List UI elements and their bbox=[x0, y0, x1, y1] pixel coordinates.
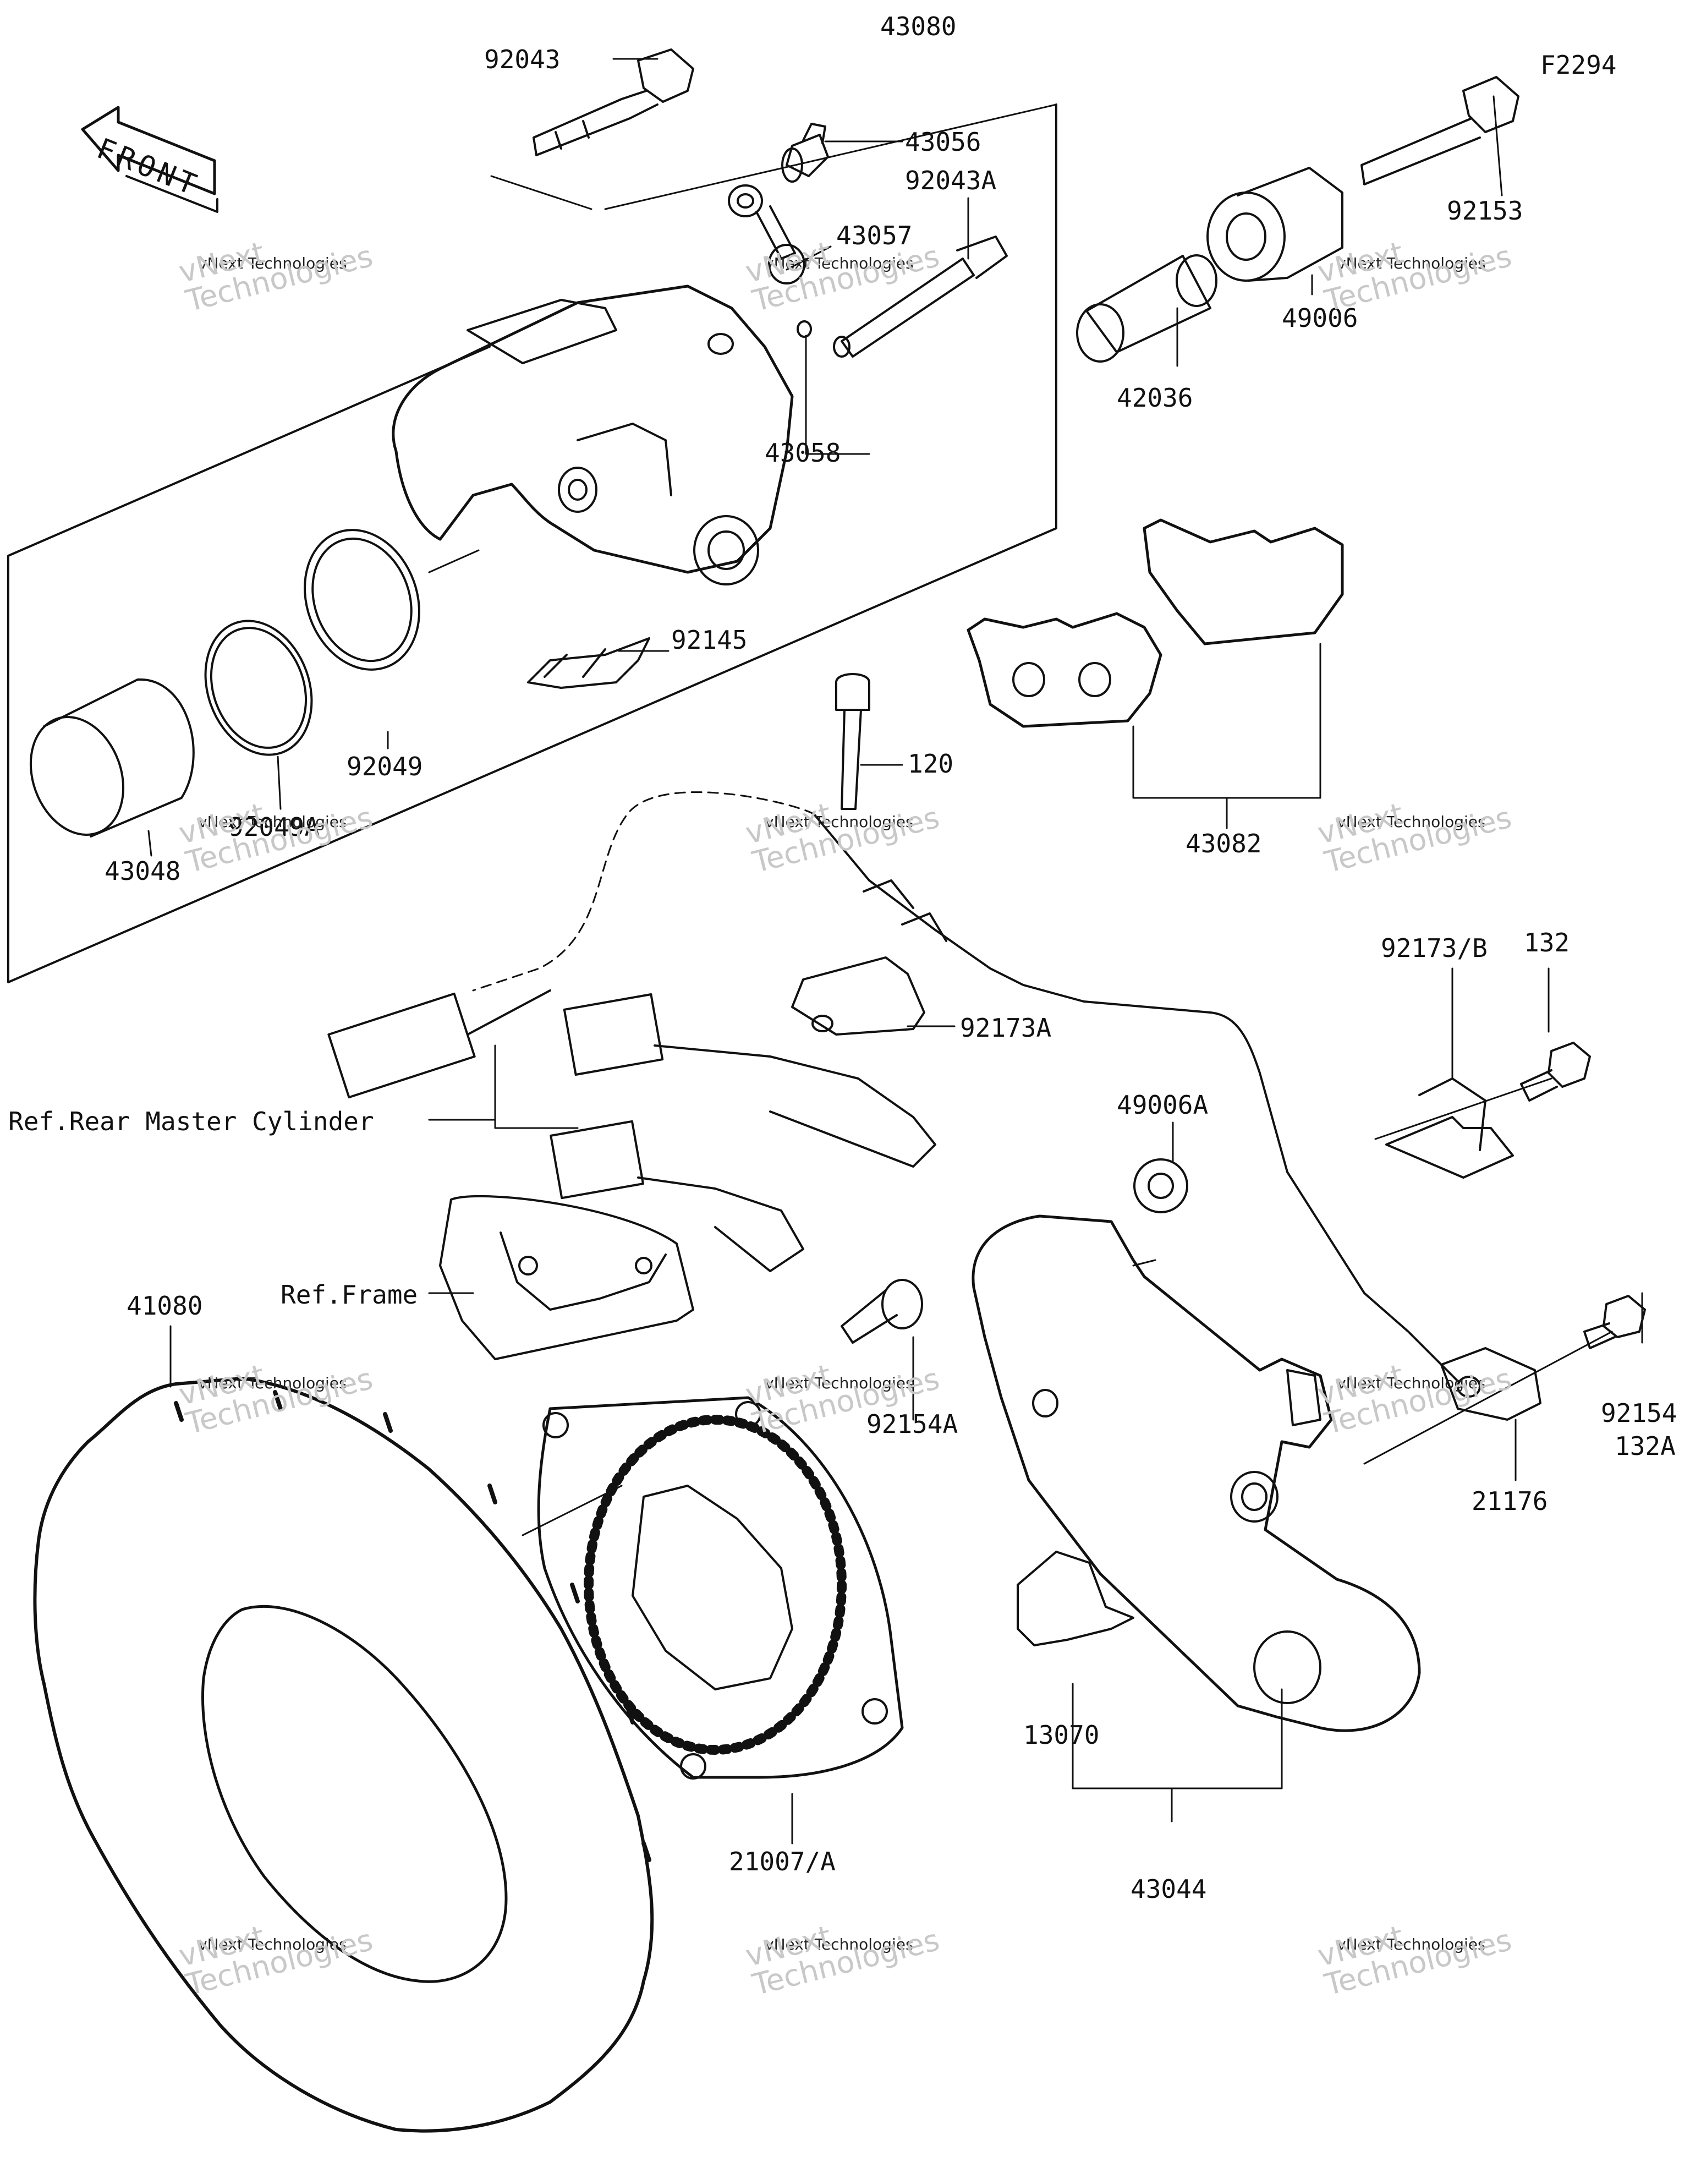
ref-frame[interactable]: Ref.Frame bbox=[281, 1280, 418, 1310]
part-label-92173A[interactable]: 92173A bbox=[960, 1013, 1052, 1043]
part-label-43044[interactable]: 43044 bbox=[1131, 1874, 1207, 1904]
front-direction-arrow-icon bbox=[81, 106, 218, 213]
part-label-92049A[interactable]: 92049A bbox=[228, 812, 320, 842]
speed-sensor-21176 bbox=[1440, 1347, 1541, 1421]
piston-43048 bbox=[29, 678, 195, 838]
pin-92043A bbox=[833, 236, 1008, 358]
bolt-132 bbox=[1520, 1042, 1591, 1102]
part-label-43056[interactable]: 43056 bbox=[905, 127, 981, 157]
part-label-43048[interactable]: 43048 bbox=[105, 856, 181, 886]
brake-hose bbox=[472, 791, 1459, 1382]
spring-92145 bbox=[527, 637, 650, 689]
clamp-92173B bbox=[1385, 1077, 1514, 1179]
bolt-92043 bbox=[533, 48, 694, 156]
part-label-120[interactable]: 120 bbox=[908, 749, 954, 779]
part-label-43058[interactable]: 43058 bbox=[765, 438, 841, 468]
pad-spring-13070 bbox=[1017, 1551, 1134, 1646]
bleed-valve-43056 bbox=[781, 123, 829, 183]
brake-pads-43082 bbox=[967, 518, 1344, 728]
ref-rear-master-cylinder[interactable]: Ref.Rear Master Cylinder bbox=[8, 1107, 374, 1136]
part-label-41080[interactable]: 41080 bbox=[127, 1291, 203, 1321]
frame-reference bbox=[439, 1195, 694, 1360]
part-label-42036[interactable]: 42036 bbox=[1117, 383, 1193, 413]
part-label-92173B[interactable]: 92173/B bbox=[1381, 933, 1488, 963]
part-label-43057[interactable]: 43057 bbox=[836, 221, 913, 250]
part-label-92043[interactable]: 92043 bbox=[484, 45, 561, 74]
bolt-92153 bbox=[1360, 76, 1519, 185]
part-label-92043A[interactable]: 92043A bbox=[905, 166, 997, 195]
caliper-bracket-43044 bbox=[972, 1214, 1421, 1732]
o-ring-43058 bbox=[797, 320, 812, 338]
part-label-43082[interactable]: 43082 bbox=[1186, 829, 1262, 858]
caliper-assembly-frame bbox=[7, 103, 1057, 983]
part-label-132[interactable]: 132 bbox=[1524, 928, 1570, 957]
part-label-13070[interactable]: 13070 bbox=[1023, 1720, 1100, 1750]
abs-sensor-ring-21007 bbox=[537, 1396, 904, 1780]
cap-43057 bbox=[728, 184, 805, 284]
bolt-92154 bbox=[1583, 1295, 1646, 1349]
rear-master-cylinder bbox=[327, 989, 936, 1272]
label-leader-lines bbox=[147, 58, 1643, 1844]
part-label-49006A[interactable]: 49006A bbox=[1117, 1090, 1209, 1120]
caliper-body bbox=[392, 284, 794, 585]
part-label-92154A[interactable]: 92154A bbox=[866, 1409, 958, 1439]
part-label-43080[interactable]: 43080 bbox=[880, 12, 957, 41]
seal-92049A bbox=[204, 620, 313, 756]
part-label-132A[interactable]: 132A bbox=[1615, 1431, 1676, 1461]
bolt-92154A bbox=[841, 1279, 923, 1344]
part-label-92153[interactable]: 92153 bbox=[1447, 196, 1523, 226]
part-label-49006[interactable]: 49006 bbox=[1282, 303, 1358, 333]
boot-49006 bbox=[1206, 167, 1343, 282]
part-label-21007A[interactable]: 21007/A bbox=[729, 1847, 836, 1876]
seal-92049 bbox=[304, 529, 420, 671]
reference-leader-lines bbox=[428, 1044, 579, 1294]
boot-49006A bbox=[1133, 1158, 1188, 1213]
part-label-21176[interactable]: 21176 bbox=[1472, 1486, 1548, 1516]
part-label-92154[interactable]: 92154 bbox=[1601, 1398, 1677, 1428]
part-label-92145[interactable]: 92145 bbox=[671, 625, 748, 655]
bolt-120 bbox=[835, 673, 870, 810]
sleeve-42036 bbox=[1076, 254, 1217, 363]
clamp-92173A bbox=[791, 956, 925, 1036]
diagram-code: F2294 bbox=[1540, 50, 1617, 80]
brake-disc-41080 bbox=[33, 1377, 654, 2133]
part-label-92049[interactable]: 92049 bbox=[347, 752, 423, 781]
